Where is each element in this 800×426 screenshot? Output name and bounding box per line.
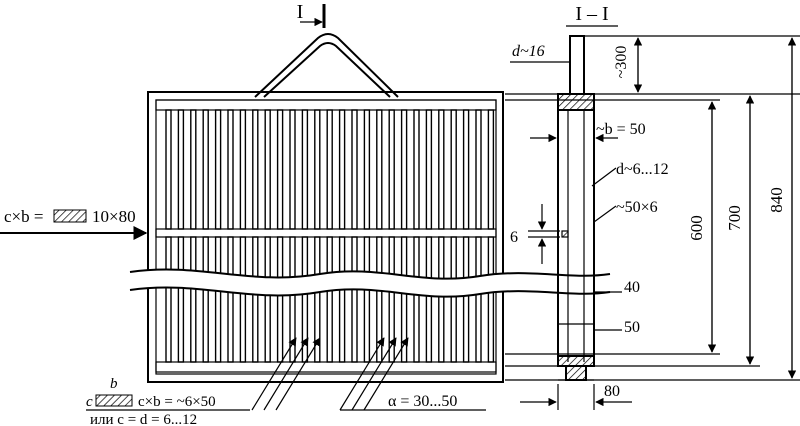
grate-bar [190,236,197,363]
grate-bar [425,236,433,363]
grate-bar [301,109,309,230]
b50-label: ~b = 50 [596,121,646,138]
hatch-swatch [53,209,87,223]
grate-bar [252,236,259,363]
legend-c: c [86,394,93,410]
grate-bar [338,109,346,230]
grate-bar [202,236,209,363]
grate-bar [190,109,197,230]
grate-bar [475,109,482,230]
section-mark: I [297,1,304,23]
grate-bar [289,109,296,230]
grate-bar [462,109,470,230]
grate-bar [239,109,247,230]
grate-bar [276,109,284,230]
legend-hatch [95,394,133,407]
six-label: 6 [510,229,518,246]
grate-bar [438,109,445,230]
vertical-bars [165,109,495,363]
grate-bar [376,236,383,363]
grate-bar [450,109,457,230]
grate-bar [264,109,271,230]
dim-700: 700 [725,205,744,231]
grate-bar [363,236,371,363]
grate-bar [450,236,457,363]
grate-bar [165,236,172,363]
d6-12-label: d~6...12 [616,161,669,178]
bottom-bar [155,361,497,373]
grate-bar [289,236,296,363]
top-flange [557,93,595,111]
alpha-label: α = 30...50 [388,393,457,410]
grate-bar [177,236,185,363]
grate-bar [425,109,433,230]
middle-bar [155,228,497,238]
fifty-label: 50 [624,319,640,336]
bottom-section [565,365,587,381]
grate-bar [376,109,383,230]
grate-bar [487,109,495,230]
legend-cxb: c×b = ~6×50 [138,394,216,410]
grate-bar [413,236,420,363]
grate-bar [214,109,222,230]
bottom-flange [557,355,595,367]
grate-bar [400,109,408,230]
grate-bar [487,236,495,363]
section-title: I – I [575,3,608,25]
dim-840: 840 [767,187,786,213]
middle-rod-section [561,230,569,238]
section-view: I – I d~16 ~b = 50 d~6...12 ~50×6 [505,3,800,410]
grate-bar [326,109,333,230]
grate-bar [363,109,371,230]
legend-alt: или c = d = 6...12 [90,412,197,426]
rod-leaders [251,337,486,411]
legend-b: b [110,376,118,392]
grate-bar [326,236,333,363]
grate-bar [202,109,209,230]
grate-bar [314,109,321,230]
dim-600: 600 [687,215,706,241]
grate-bar [314,236,321,363]
grate-bar [264,236,271,363]
rod-label: d~16 [512,43,545,60]
grate-bar [165,109,172,230]
grate-bar [351,109,358,230]
grate-bar [400,236,408,363]
grate-bar [177,109,185,230]
handle-rod [569,35,585,95]
grate-bar [388,236,395,363]
lifting-handle [254,33,399,98]
grate-bar [351,236,358,363]
grate-bar [388,109,395,230]
grate-bar [214,236,222,363]
s50x6-label: ~50×6 [616,199,658,216]
outer-frame [147,91,504,383]
grate-bar [413,109,420,230]
grate-bar [276,236,284,363]
forty-label: 40 [624,279,640,296]
grate-front-view: I c×b = 10×80 b c c×b = ~6×50 или c = d … [0,1,611,426]
grate-bar [475,236,482,363]
grate-bar [438,236,445,363]
cxb-label: c×b = [4,207,43,226]
top-bar [155,99,497,111]
grate-bar [239,236,247,363]
eighty-label: 80 [604,383,620,400]
grate-bar [252,109,259,230]
grate-bar [227,109,234,230]
cxb-value: 10×80 [92,207,136,226]
grate-bar [227,236,234,363]
grate-bar [338,236,346,363]
grate-bar [462,236,470,363]
approx-300-label: ~300 [613,46,630,79]
